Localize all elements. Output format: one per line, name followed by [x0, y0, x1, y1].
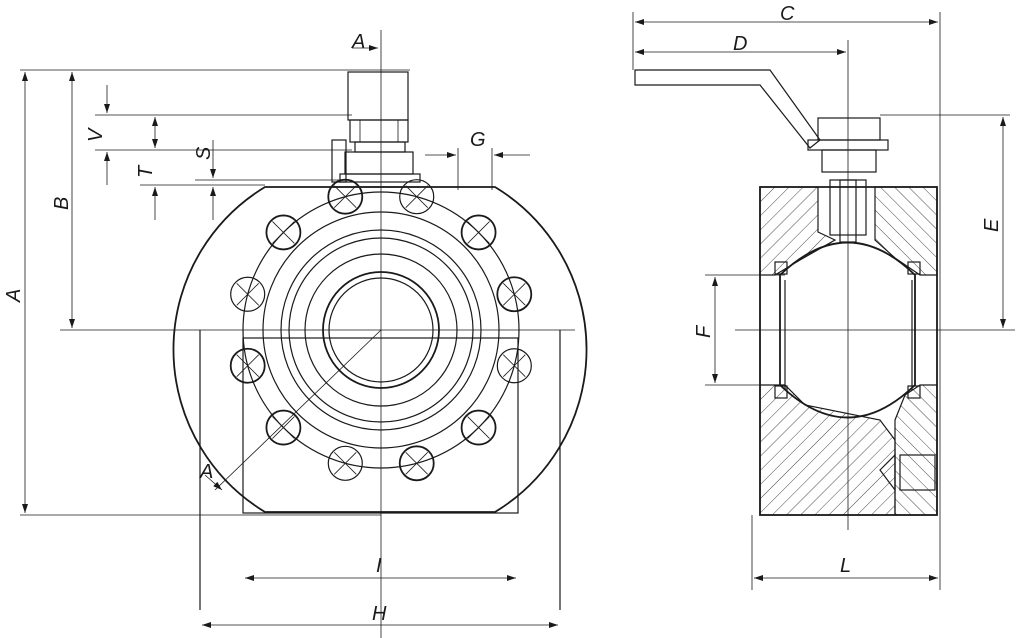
- front-stem: [330, 71, 421, 188]
- bolt-hole: [265, 409, 302, 446]
- body-top-left: [759, 186, 837, 276]
- label-F: F: [693, 324, 715, 338]
- label-S: S: [193, 146, 215, 160]
- label-V: V: [85, 127, 107, 142]
- side-dimension-lines: [635, 19, 1006, 581]
- label-C: C: [780, 3, 795, 25]
- ball: [779, 241, 916, 419]
- bolt-hole: [229, 347, 266, 384]
- front-extension-lines: [20, 69, 493, 516]
- side-center-lines: [735, 40, 1015, 530]
- front-center-lines: [60, 30, 575, 638]
- label-D: D: [733, 33, 747, 55]
- drain-plug: [899, 454, 936, 491]
- bolt-holes: [229, 178, 533, 482]
- bolt-hole: [399, 179, 435, 215]
- bolt-hole: [265, 214, 302, 251]
- label-E: E: [981, 218, 1003, 232]
- bolt-hole: [398, 445, 435, 482]
- label-section-top: A: [351, 31, 365, 53]
- bolt-hole: [327, 178, 364, 215]
- front-inner-frame: [242, 337, 519, 514]
- handle-lever: [634, 69, 821, 149]
- label-H: H: [372, 603, 387, 625]
- stem-nut: [817, 117, 881, 141]
- bolt-hole: [460, 409, 497, 446]
- label-L: L: [840, 555, 851, 577]
- bolt-hole: [327, 445, 363, 481]
- label-I: I: [376, 555, 382, 577]
- label-section-bottom: A: [199, 461, 213, 483]
- front-body-outline: [172, 186, 588, 513]
- bolt-hole: [496, 348, 532, 384]
- label-B: B: [51, 197, 73, 210]
- front-view: [172, 186, 588, 610]
- label-G: G: [470, 129, 486, 151]
- label-A: A: [3, 289, 25, 303]
- side-extension-lines: [632, 12, 1010, 590]
- bolt-hole: [460, 214, 497, 251]
- bolt-hole: [496, 276, 533, 313]
- front-dimension-lines: [22, 45, 558, 628]
- body-bottom-left: [759, 384, 896, 516]
- body-top-right: [874, 186, 938, 276]
- dimension-labels: A A A B V T S G I H C D E F L: [3, 3, 1003, 625]
- side-view: [634, 69, 938, 516]
- body-bottom-right: [894, 384, 938, 516]
- label-T: T: [135, 164, 157, 178]
- bolt-hole: [230, 276, 266, 312]
